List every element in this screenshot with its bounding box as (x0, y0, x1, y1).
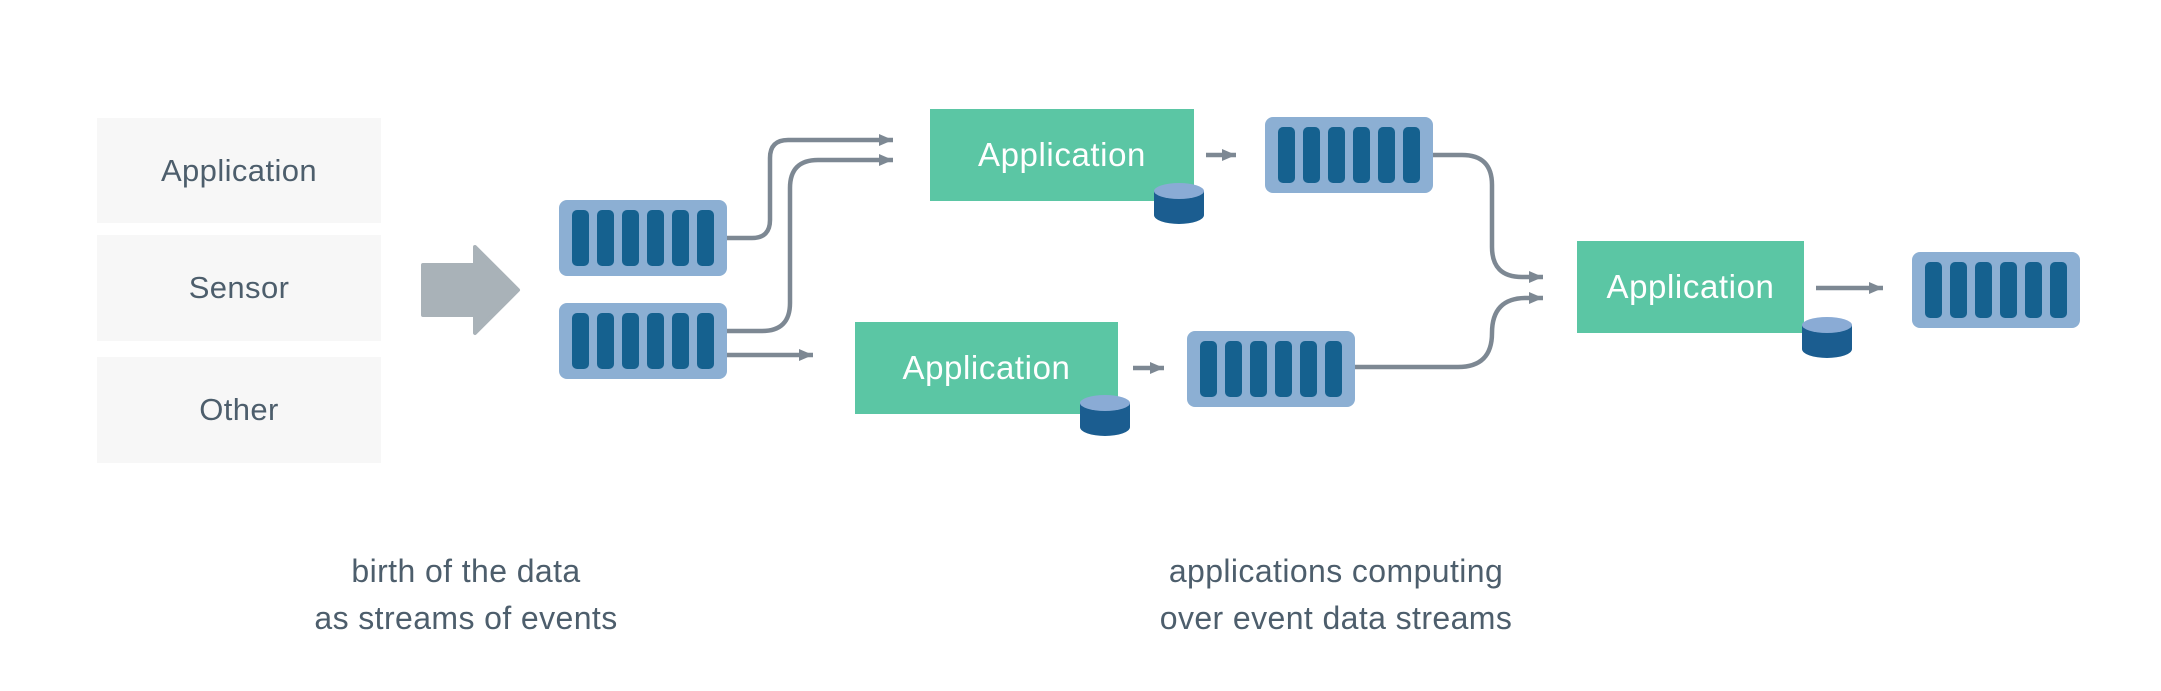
event-stream-icon-2 (559, 303, 727, 379)
connector-streamC-to-app3 (1433, 152, 1543, 283)
caption-line: birth of the data (351, 553, 581, 589)
stream-segment (1353, 127, 1370, 183)
event-stream-icon-4 (1187, 331, 1355, 407)
caption-birth-of-data: birth of the data as streams of events (314, 548, 617, 642)
source-box-other: Other (97, 357, 381, 463)
caption-apps-computing: applications computing over event data s… (1160, 548, 1512, 642)
app-box-bottom: Application (855, 322, 1118, 414)
stream-segment (2025, 262, 2042, 318)
stream-segment (647, 210, 664, 266)
source-box-application: Application (97, 118, 381, 223)
stream-segment (2050, 262, 2067, 318)
caption-line: as streams of events (314, 600, 618, 636)
stream-segment (1925, 262, 1942, 318)
stream-segment (697, 313, 714, 369)
stream-segment (597, 313, 614, 369)
stream-segment (1403, 127, 1420, 183)
caption-line: applications computing (1168, 553, 1504, 589)
source-label: Sensor (188, 270, 290, 305)
stream-segment (1325, 341, 1342, 397)
stream-segment (1975, 262, 1992, 318)
stream-segment (1200, 341, 1217, 397)
database-cylinder-icon (1080, 395, 1130, 436)
stream-segment (1328, 127, 1345, 183)
app-box-final: Application (1577, 241, 1804, 333)
stream-segment (672, 210, 689, 266)
stream-segment (572, 210, 589, 266)
event-stream-icon-5 (1912, 252, 2080, 328)
stream-segment (1250, 341, 1267, 397)
app-box-top: Application (930, 109, 1194, 201)
stream-segment (597, 210, 614, 266)
connector-streamA-to-app1 (727, 134, 893, 241)
stream-segment (2000, 262, 2017, 318)
source-label: Other (199, 392, 279, 427)
connector-streamD-to-app3 (1355, 292, 1543, 370)
stream-segment (572, 313, 589, 369)
app-label: Application (1606, 268, 1775, 305)
connector-streamB-to-app1 (727, 154, 893, 334)
stream-segment (1300, 341, 1317, 397)
database-cylinder-icon (1154, 183, 1204, 224)
event-stream-icon-3 (1265, 117, 1433, 193)
source-box-sensor: Sensor (97, 235, 381, 341)
event-stream-icon-1 (559, 200, 727, 276)
right-arrow-icon (421, 245, 520, 335)
stream-segment (1378, 127, 1395, 183)
stream-segment (1225, 341, 1242, 397)
source-label: Application (160, 152, 318, 188)
caption-line: over event data streams (1159, 600, 1513, 636)
stream-segment (647, 313, 664, 369)
stream-segment (1303, 127, 1320, 183)
database-cylinder-icon (1802, 317, 1852, 358)
stream-segment (622, 210, 639, 266)
stream-segment (1275, 341, 1292, 397)
stream-segment (672, 313, 689, 369)
app-label: Application (902, 349, 1071, 386)
stream-segment (697, 210, 714, 266)
app-label: Application (977, 136, 1147, 173)
stream-segment (1950, 262, 1967, 318)
stream-segment (622, 313, 639, 369)
stream-segment (1278, 127, 1295, 183)
